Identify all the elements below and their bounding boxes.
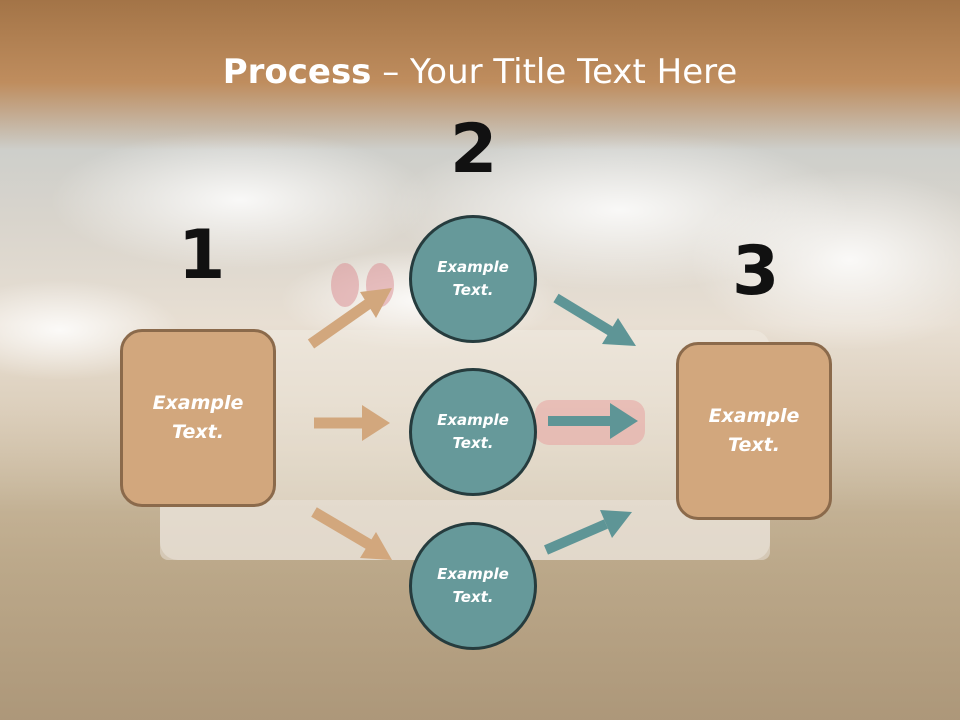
left-process-box[interactable]: Example Text. xyxy=(120,329,276,507)
arrow-left-to-middle xyxy=(314,405,390,441)
left-box-line2: Text. xyxy=(172,421,224,443)
circle-top-line1: Example xyxy=(437,258,509,276)
process-circle-bottom[interactable]: Example Text. xyxy=(409,522,537,650)
process-circle-top[interactable]: Example Text. xyxy=(409,215,537,343)
right-box-line2: Text. xyxy=(728,434,780,456)
arrow-middle-to-right xyxy=(548,403,638,439)
left-box-line1: Example xyxy=(152,392,244,414)
right-box-line1: Example xyxy=(708,405,800,427)
circle-middle-line2: Text. xyxy=(452,434,494,452)
circle-bottom-line1: Example xyxy=(437,565,509,583)
title-bold: Process xyxy=(222,52,372,92)
circle-bottom-line2: Text. xyxy=(452,588,494,606)
circle-top-line2: Text. xyxy=(452,281,494,299)
step-number-2: 2 xyxy=(450,110,498,189)
arrow-bottom-to-right xyxy=(544,510,632,555)
arrow-left-to-bottom xyxy=(311,507,392,560)
circle-middle-line1: Example xyxy=(437,411,509,429)
title-band xyxy=(0,0,960,150)
right-process-box[interactable]: Example Text. xyxy=(676,342,832,520)
arrow-left-to-top xyxy=(307,288,392,349)
step-number-1: 1 xyxy=(178,216,226,295)
arrow-top-to-right xyxy=(553,293,636,346)
step-number-3: 3 xyxy=(732,232,780,311)
title-rest: – Your Title Text Here xyxy=(371,52,738,92)
process-circle-middle[interactable]: Example Text. xyxy=(409,368,537,496)
slide-title: Process – Your Title Text Here xyxy=(0,52,960,92)
